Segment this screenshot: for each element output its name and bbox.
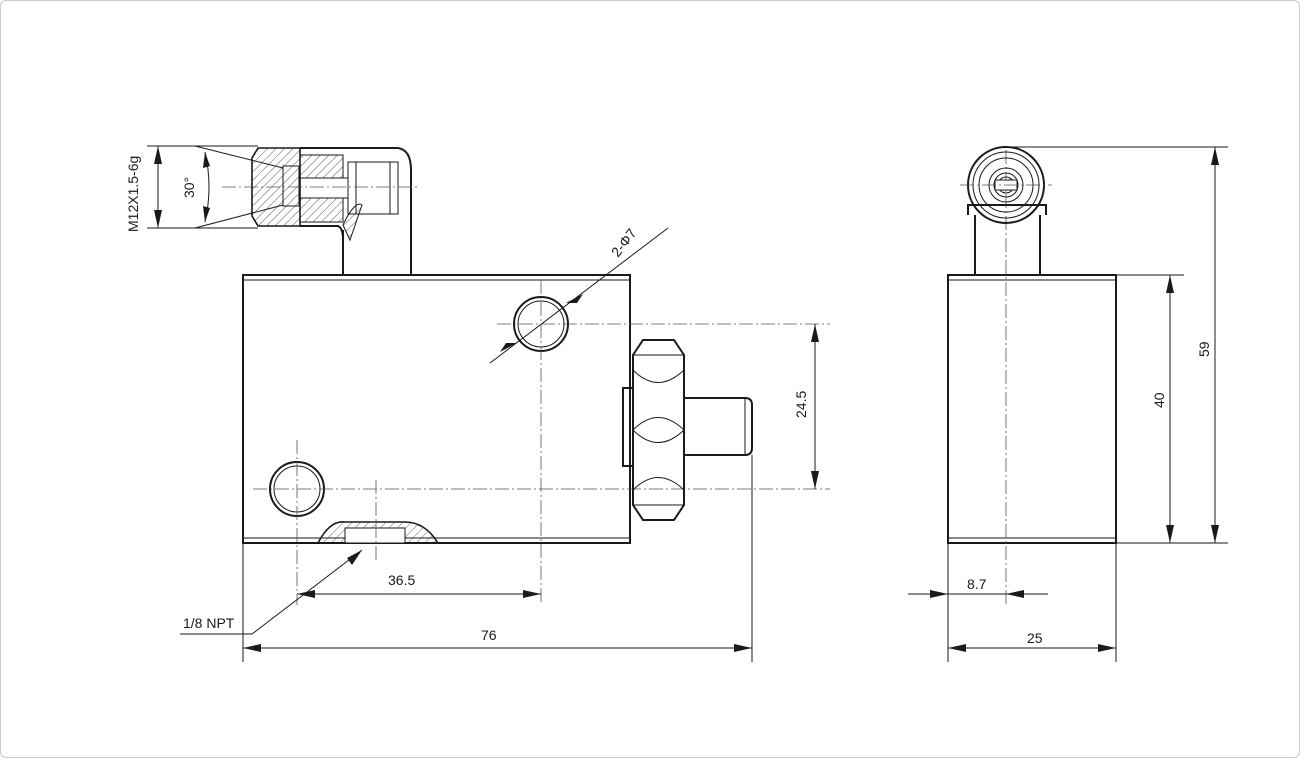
dim-59: 59 — [1006, 146, 1228, 543]
label-36-5: 36.5 — [388, 572, 415, 588]
hex-adjuster — [622, 339, 753, 521]
dim-25: 25 — [948, 543, 1117, 662]
label-npt: 1/8 NPT — [183, 615, 235, 631]
dim-npt: 1/8 NPT — [180, 549, 363, 635]
label-8-7: 8.7 — [967, 576, 987, 592]
mount-hole-lower — [253, 440, 830, 605]
dim-36-5: 36.5 — [297, 572, 541, 598]
side-fitting — [960, 146, 1052, 224]
npt-port — [316, 480, 440, 560]
top-fitting — [194, 145, 420, 275]
label-59: 59 — [1196, 341, 1212, 357]
front-view: 2-Φ7 24.5 36.5 76 — [125, 145, 830, 662]
label-mount-holes: 2-Φ7 — [608, 225, 640, 260]
valve-body — [242, 274, 631, 544]
label-angle: 30° — [181, 177, 197, 198]
dim-mount-holes: 2-Φ7 — [489, 225, 669, 364]
dim-thread: M12X1.5-6g 30° — [125, 145, 258, 232]
side-body — [947, 274, 1117, 544]
label-76: 76 — [481, 627, 497, 643]
label-24-5: 24.5 — [793, 391, 809, 418]
mount-hole-upper — [497, 280, 830, 605]
label-40: 40 — [1151, 392, 1167, 408]
side-view: 40 59 8.7 25 — [908, 146, 1228, 662]
label-thread: M12X1.5-6g — [125, 156, 141, 232]
dim-76: 76 — [242, 455, 753, 662]
dim-40: 40 — [1116, 274, 1228, 544]
dim-8-7: 8.7 — [908, 543, 1048, 662]
dim-24-5: 24.5 — [793, 324, 819, 489]
label-25: 25 — [1027, 630, 1043, 646]
